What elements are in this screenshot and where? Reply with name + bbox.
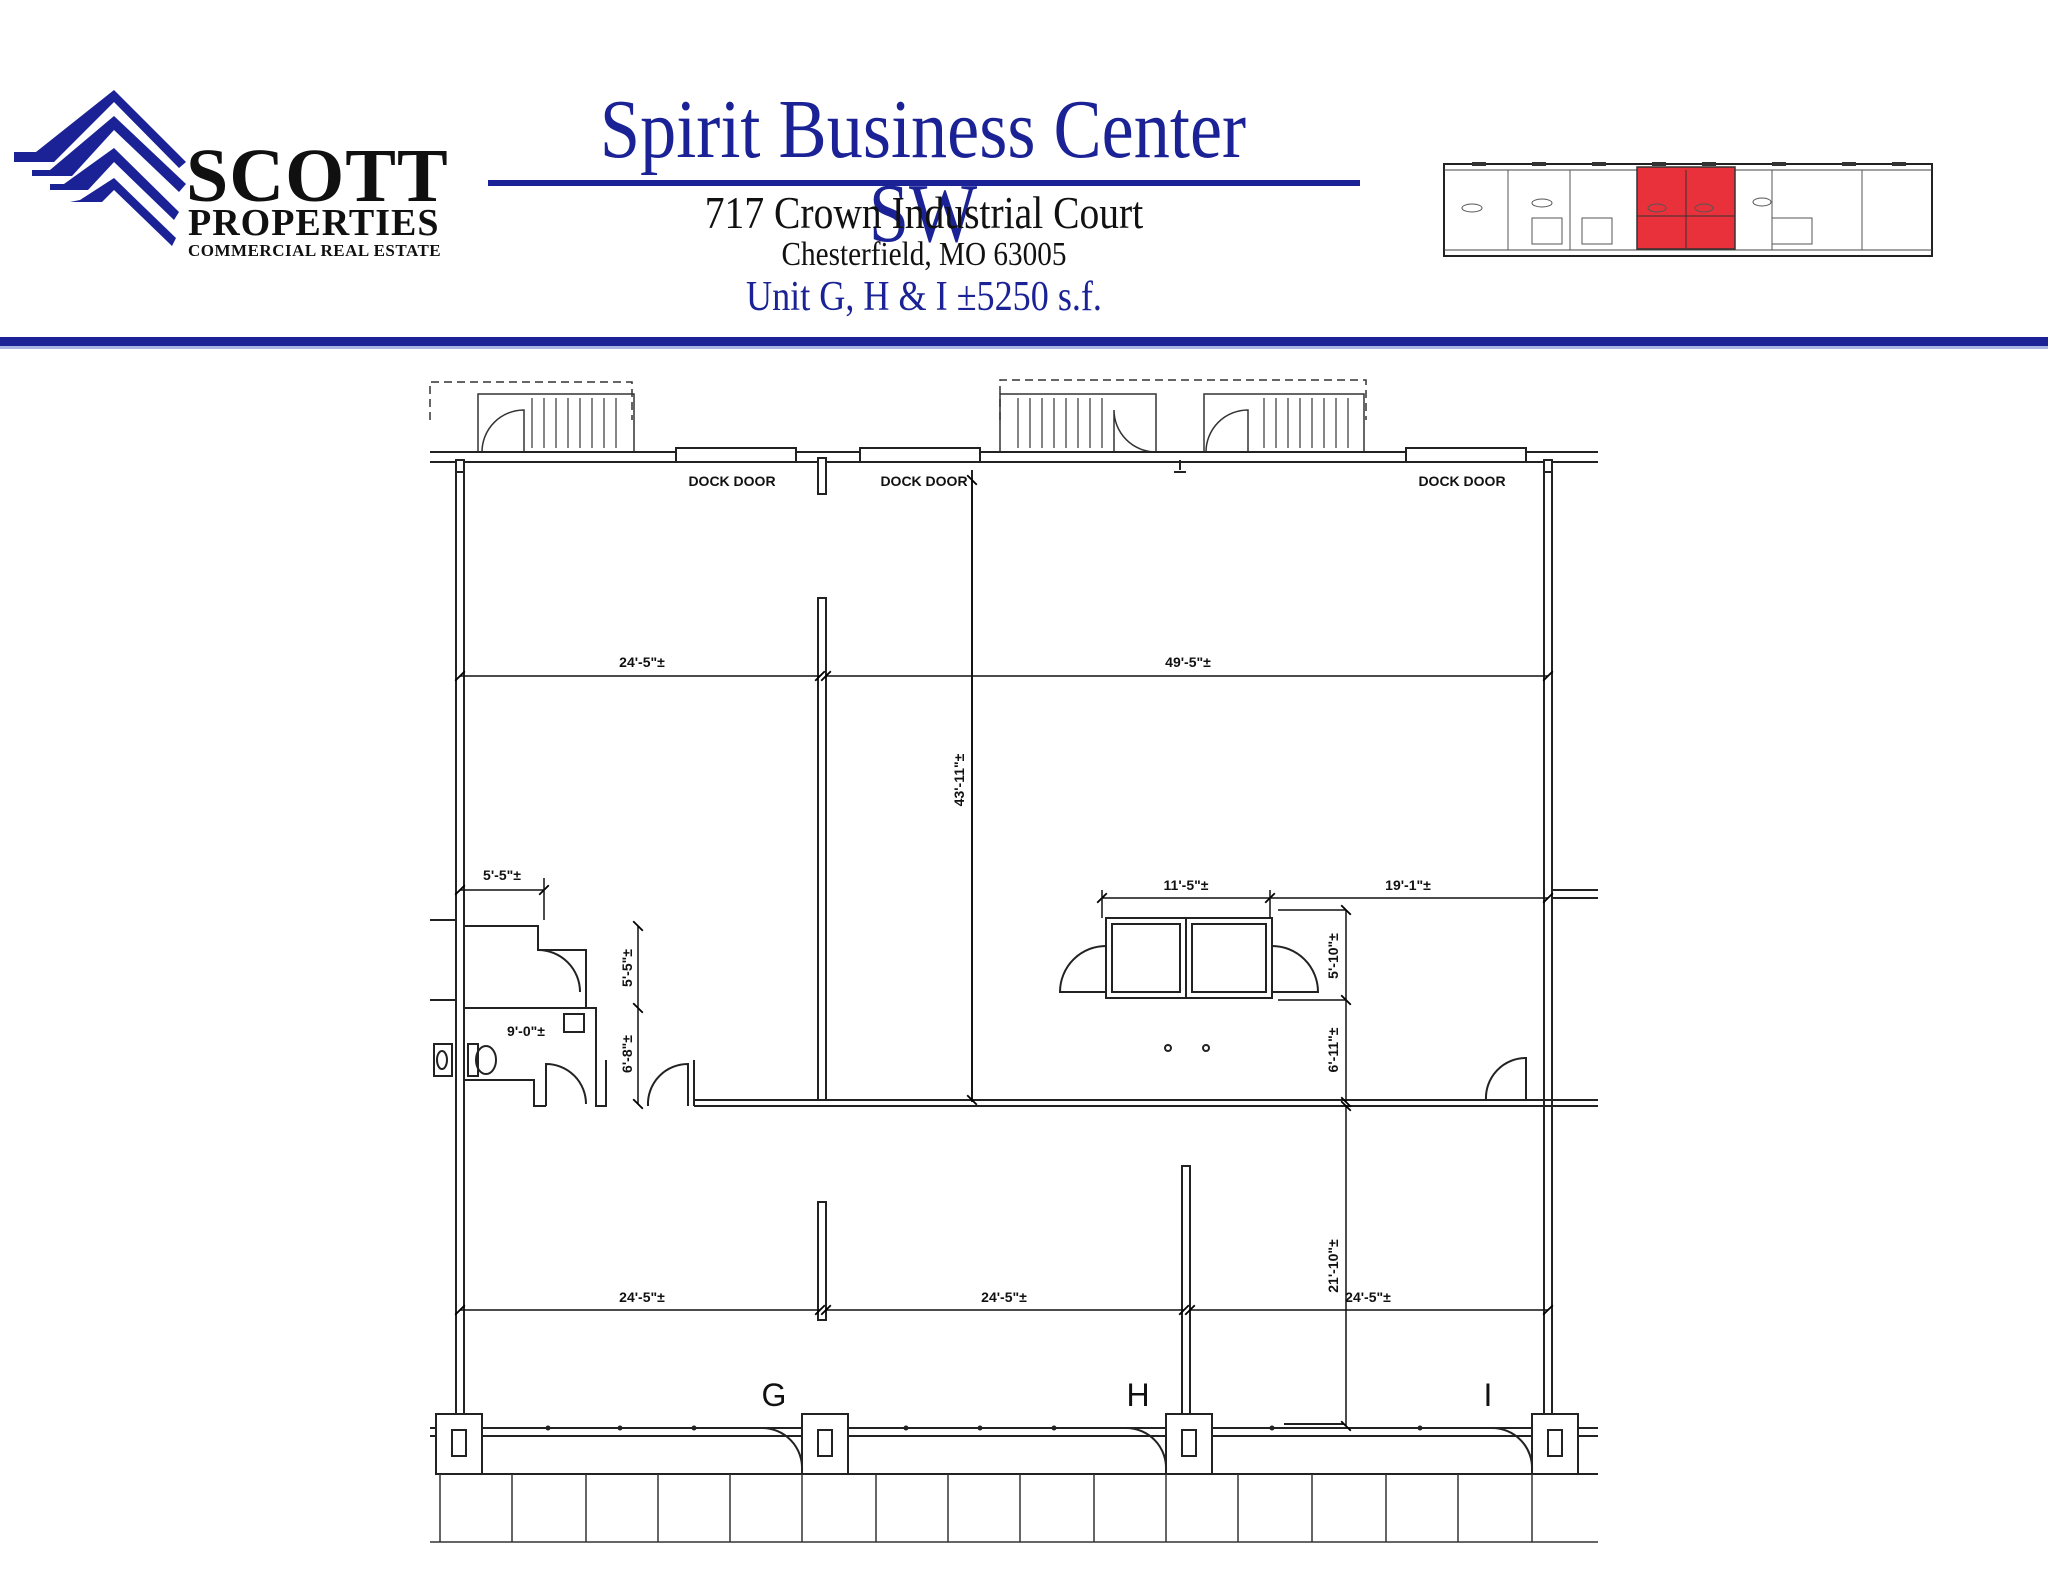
key-plan-thumbnail	[1443, 162, 1933, 257]
address-line-1: 717 Crown Industrial Court	[704, 187, 1144, 238]
dim-office-gap: 6'-11"±	[1325, 1027, 1341, 1072]
restrooms	[433, 925, 689, 1107]
side-walls	[430, 470, 1598, 1414]
dim-upper-left-width: 24'-5"±	[619, 654, 665, 670]
floor-plan: DOCK DOOR DOCK DOOR DOCK DOOR	[429, 379, 1598, 1543]
logo-subname: PROPERTIES	[188, 202, 440, 244]
interior-walls	[693, 470, 1598, 1415]
dock-door-label-3: DOCK DOOR	[1418, 473, 1505, 489]
dim-restroom-width: 5'-5"±	[483, 867, 521, 883]
unit-label-h: H	[1126, 1377, 1149, 1413]
dim-restroom-width-b: 9'-0"±	[507, 1023, 545, 1039]
mullion-dots	[545, 1425, 1423, 1431]
title-underline	[488, 180, 1360, 186]
dim-upper-depth: 43'-11"±	[951, 753, 967, 806]
logo-name: SCOTT	[186, 134, 449, 218]
logo-tagline: COMMERCIAL REAL ESTATE	[188, 241, 442, 260]
dim-restroom-depth-a: 5'-5"±	[619, 949, 635, 987]
unit-label-g: G	[762, 1377, 787, 1413]
dim-lower-h-width: 24'-5"±	[981, 1289, 1027, 1305]
rear-wall	[430, 447, 1598, 495]
dim-office-width: 11'-5"±	[1164, 877, 1209, 893]
dim-office-offset: 19'-1"±	[1385, 877, 1431, 893]
office-block	[1058, 917, 1527, 1101]
header-band-light	[0, 346, 2048, 349]
dim-upper-right-width: 49'-5"±	[1165, 654, 1211, 670]
dim-lower-g-width: 24'-5"±	[619, 1289, 665, 1305]
dock-door-label-1: DOCK DOOR	[688, 473, 775, 489]
unit-label-i: I	[1484, 1377, 1493, 1413]
unit-info: Unit G, H & I ±5250 s.f.	[746, 274, 1102, 320]
scott-logo-icon	[14, 90, 186, 246]
dimension-lines	[454, 474, 1554, 1432]
dock-door-label-2: DOCK DOOR	[880, 473, 967, 489]
address-line-2: Chesterfield, MO 63005	[781, 236, 1067, 273]
dim-lower-i-width: 24'-5"±	[1345, 1289, 1391, 1305]
dim-restroom-depth-b: 6'-8"±	[619, 1035, 635, 1073]
sidewalk	[430, 1474, 1598, 1543]
dim-office-depth: 5'-10"±	[1325, 933, 1341, 979]
page-header: SCOTT PROPERTIES COMMERCIAL REAL ESTATE …	[0, 0, 2048, 350]
rear-stairs	[429, 379, 1367, 453]
dim-lower-depth: 21'-10"±	[1325, 1239, 1341, 1293]
storefront-wall	[430, 1413, 1598, 1475]
header-band	[0, 337, 2048, 346]
